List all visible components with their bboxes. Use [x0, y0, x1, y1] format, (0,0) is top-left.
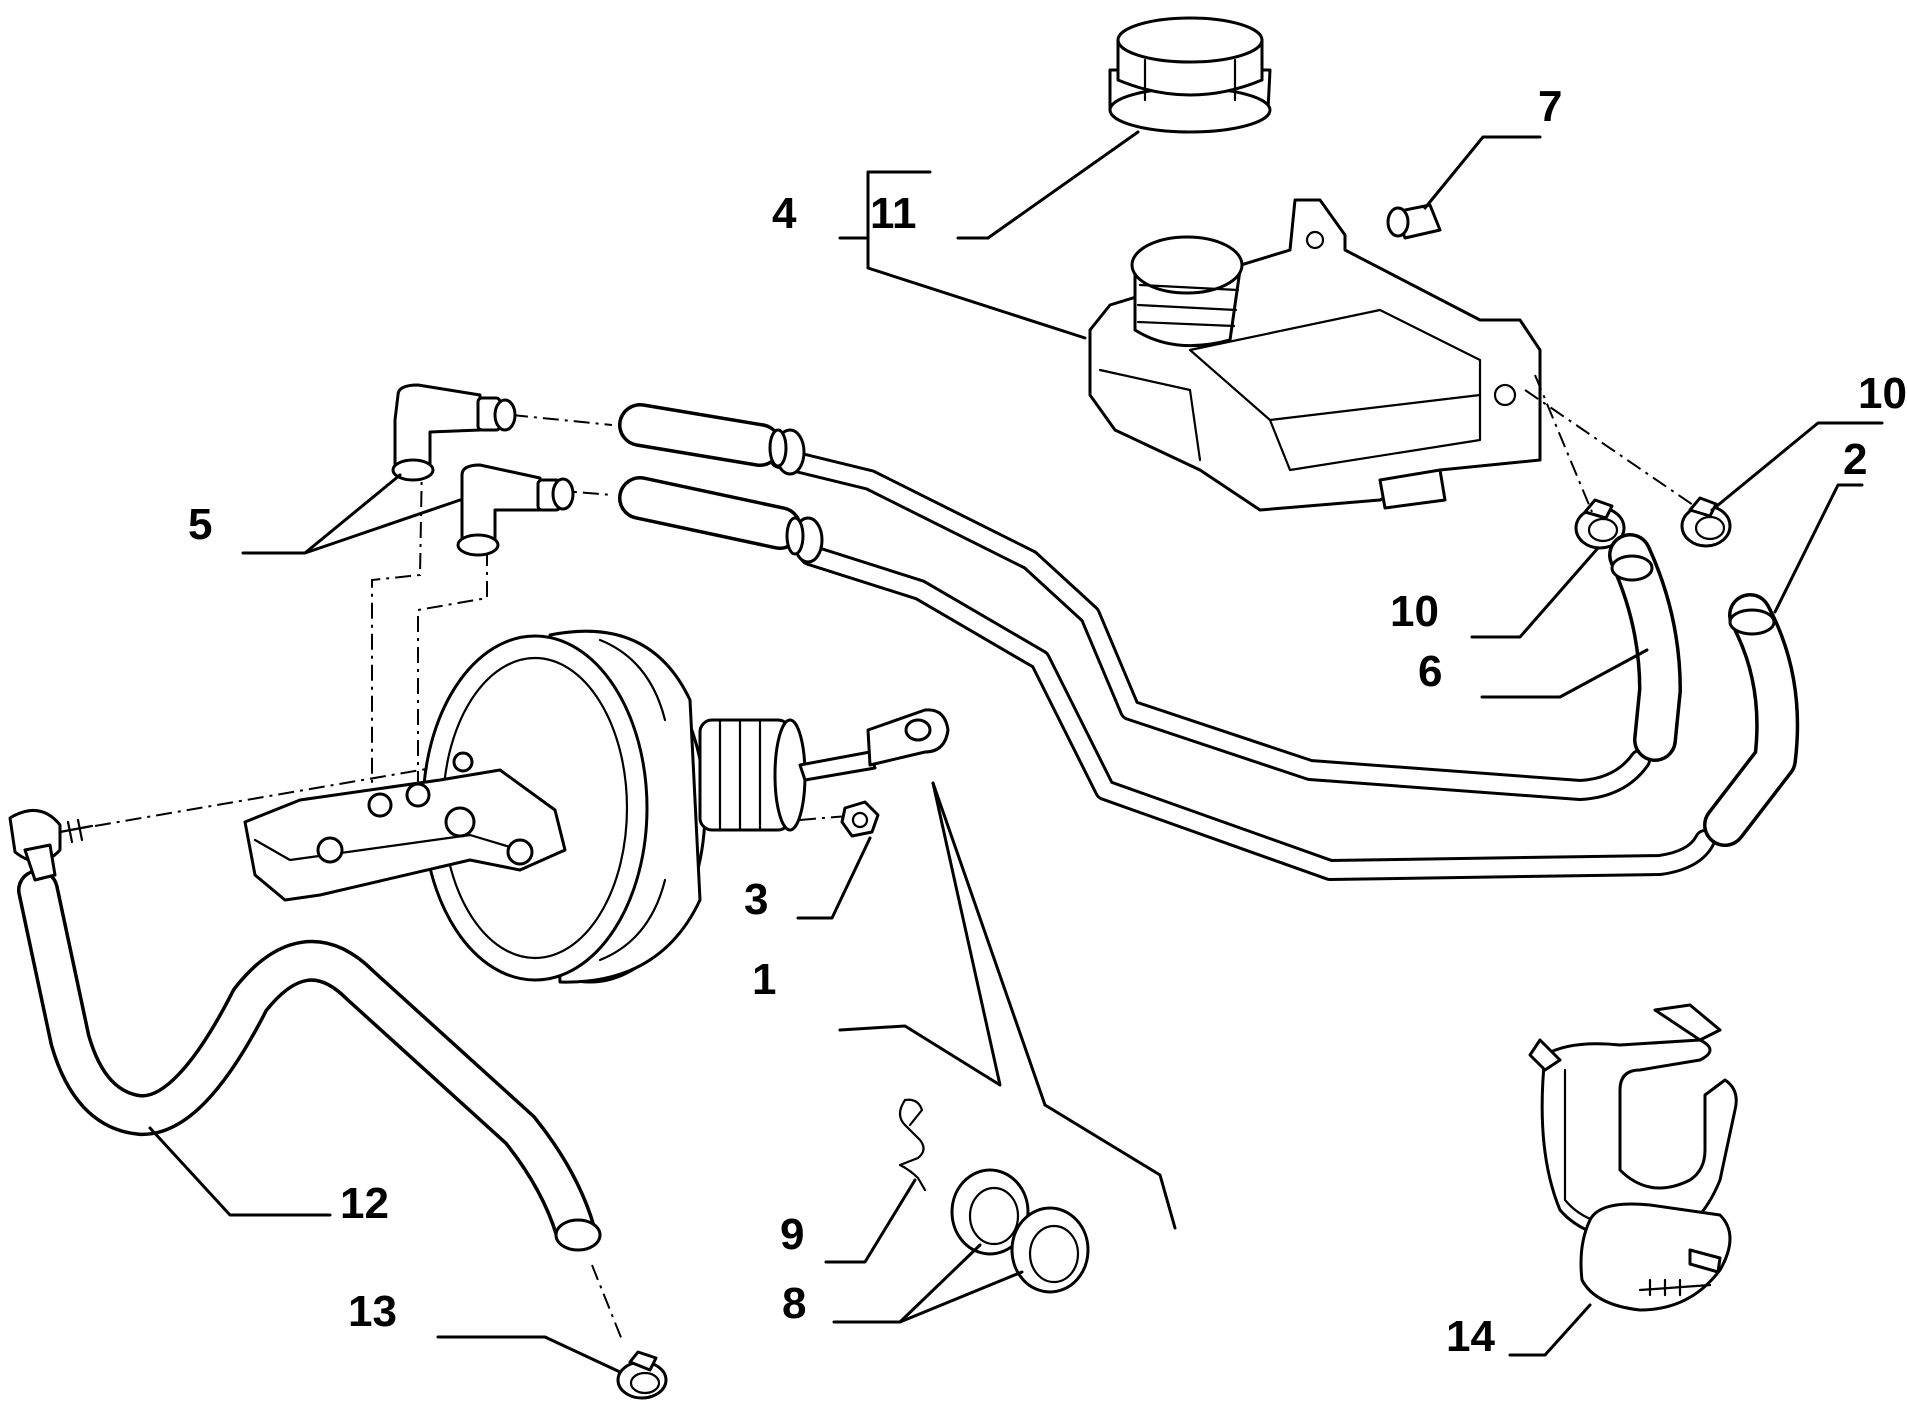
master-cylinder — [243, 751, 567, 902]
seal-rings-part-8 — [950, 1168, 1090, 1294]
reservoir-cap — [1108, 16, 1272, 134]
callout-2: 2 — [1843, 435, 1868, 484]
plug-part-7 — [1386, 203, 1442, 240]
brake-pipes — [618, 403, 1716, 881]
brake-fluid-reservoir — [1088, 198, 1542, 512]
callout-11: 11 — [870, 189, 917, 238]
callout-6: 6 — [1418, 647, 1443, 696]
callout-1: 1 — [752, 955, 777, 1004]
hose-clamp-part-10-right — [1680, 496, 1732, 548]
callout-8: 8 — [782, 1279, 807, 1328]
callout-14: 14 — [1446, 1312, 1495, 1361]
hose-part-6 — [1608, 533, 1682, 762]
callout-3: 3 — [744, 875, 769, 924]
hose-part-2 — [1703, 593, 1800, 847]
callout-4: 4 — [772, 189, 797, 238]
hose-clamp-part-10-left — [1574, 498, 1626, 550]
hose-clamp-part-13 — [616, 1350, 668, 1400]
vacuum-hose-part-12 — [8, 809, 602, 1252]
callout-7: 7 — [1538, 82, 1563, 131]
callout-13: 13 — [348, 1287, 397, 1336]
callout-12: 12 — [340, 1179, 389, 1228]
leader-lines — [148, 130, 1884, 1374]
hose-clip-part-14 — [1528, 1003, 1738, 1312]
clip-pin-part-9 — [898, 1098, 927, 1192]
callout-9: 9 — [780, 1210, 805, 1259]
callout-10-middle: 10 — [1390, 587, 1439, 636]
elbow-fittings-part-5 — [391, 383, 575, 557]
callout-10-top: 10 — [1858, 369, 1907, 418]
nut-part-3 — [840, 800, 880, 838]
callout-5: 5 — [188, 500, 213, 549]
